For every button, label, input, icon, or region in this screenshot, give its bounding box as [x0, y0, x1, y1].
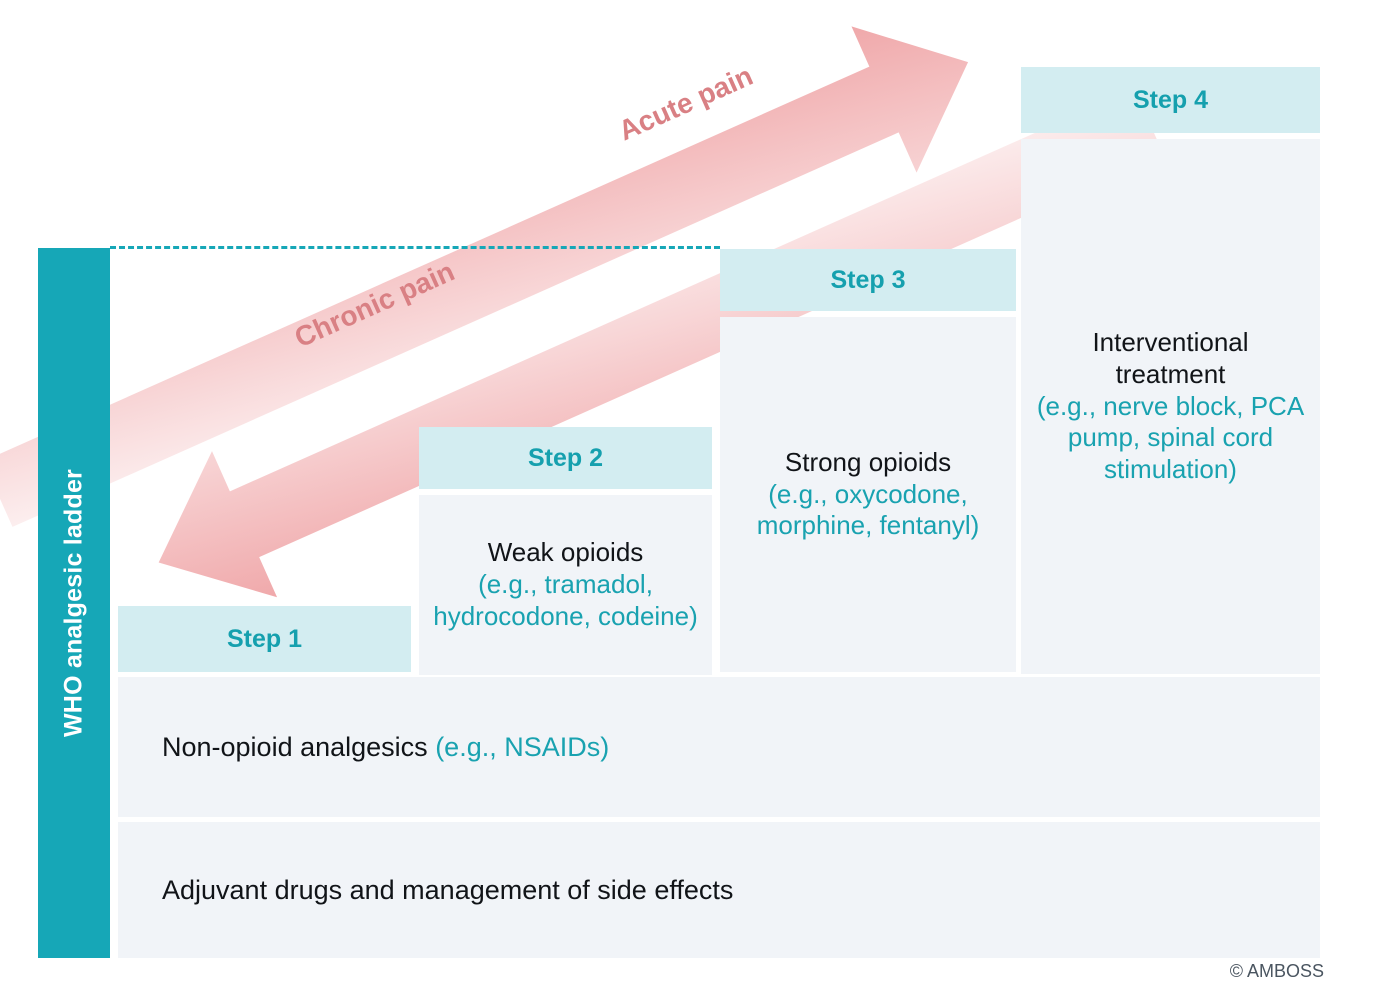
non-opioid-analgesics-examples: (e.g., NSAIDs): [435, 731, 610, 762]
step-2-drug-examples: (e.g., tramadol, hydrocodone, codeine): [433, 569, 698, 631]
non-opioid-analgesics-name: Non-opioid analgesics: [162, 731, 428, 762]
step-column-4: Step 4 Interventional treatment (e.g., n…: [1021, 67, 1320, 674]
step3-guide-dashed-line: [110, 246, 720, 249]
step-1-header: Step 1: [118, 606, 411, 672]
step-4-content: Interventional treatment (e.g., nerve bl…: [1021, 139, 1320, 674]
who-analgesic-ladder-axis-bar: WHO analgesic ladder: [38, 248, 110, 958]
step-column-2: Step 2 Weak opioids (e.g., tramadol, hyd…: [419, 427, 712, 675]
axis-bar-label: WHO analgesic ladder: [59, 469, 88, 737]
non-opioid-analgesics-text: Non-opioid analgesics (e.g., NSAIDs): [162, 732, 609, 763]
step-4-drug-name: Interventional treatment: [1092, 327, 1249, 389]
step-4-header: Step 4: [1021, 67, 1320, 133]
step-4-drug-examples: (e.g., nerve block, PCA pump, spinal cor…: [1036, 390, 1305, 485]
step-3-drug-examples: (e.g., oxycodone, morphine, fentanyl): [756, 478, 980, 541]
step-3-drug-name: Strong opioids: [784, 446, 952, 477]
step-column-3: Step 3 Strong opioids (e.g., oxycodone, …: [720, 249, 1016, 672]
base-row-non-opioid-analgesics: Non-opioid analgesics (e.g., NSAIDs): [118, 677, 1320, 817]
step-2-header: Step 2: [419, 427, 712, 489]
acute-pain-label: Acute pain: [614, 59, 758, 147]
adjuvant-drugs-name: Adjuvant drugs and management of side ef…: [162, 874, 734, 905]
step-2-drug-name: Weak opioids: [487, 537, 644, 568]
step-column-1: Step 1: [118, 606, 411, 672]
base-row-adjuvant-drugs: Adjuvant drugs and management of side ef…: [118, 822, 1320, 958]
step-3-content: Strong opioids (e.g., oxycodone, morphin…: [720, 317, 1016, 672]
copyright-notice: © AMBOSS: [1229, 961, 1324, 981]
chronic-pain-label: Chronic pain: [290, 255, 459, 354]
step-2-content: Weak opioids (e.g., tramadol, hydrocodon…: [419, 495, 712, 675]
adjuvant-drugs-text: Adjuvant drugs and management of side ef…: [162, 875, 733, 906]
step-3-header: Step 3: [720, 249, 1016, 311]
